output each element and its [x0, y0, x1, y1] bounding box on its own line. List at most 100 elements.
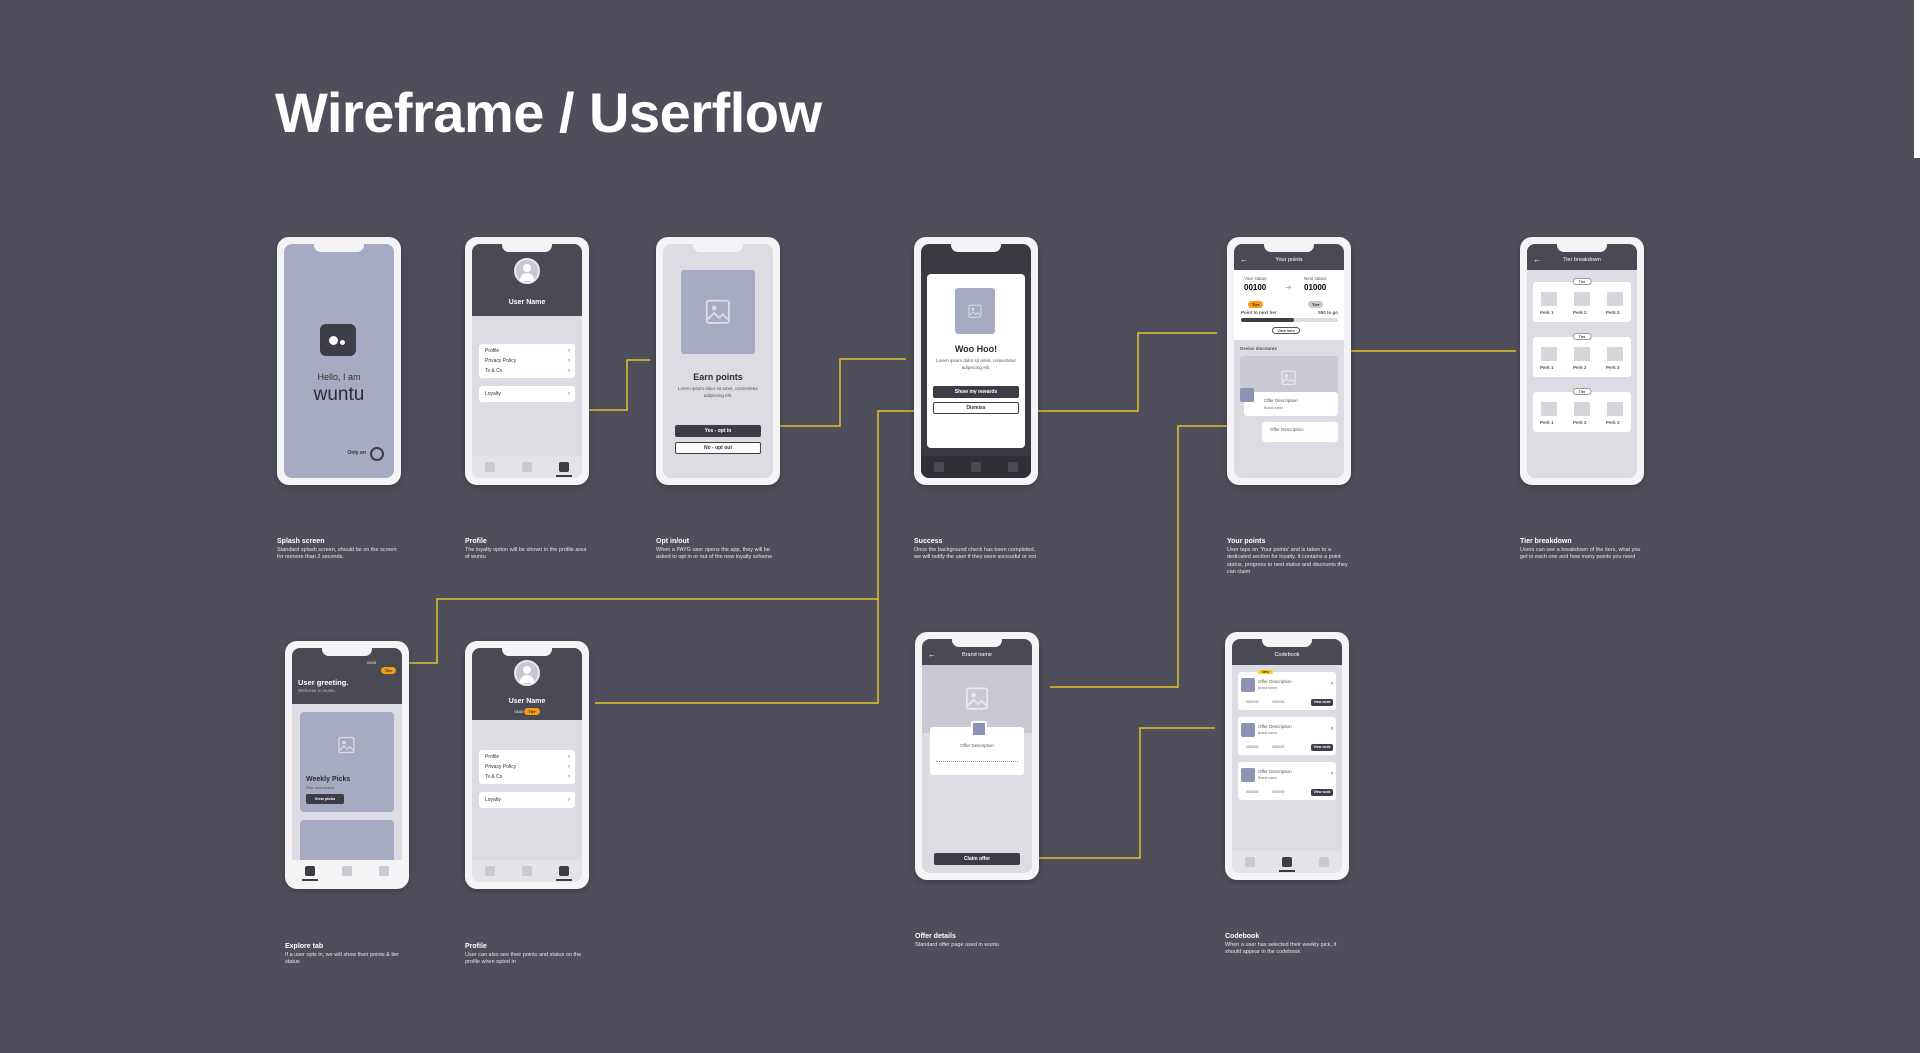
- user-greeting: User greeting.: [298, 678, 349, 687]
- tier-label: Tier: [1572, 388, 1592, 395]
- welcome-text: Welcome to wuntu: [298, 688, 335, 693]
- carrier-logo-icon: [370, 447, 384, 461]
- menu-item-terms[interactable]: Ts & Cs›: [485, 368, 570, 374]
- profile-menu-card: Profile› Privacy Policy› Ts & Cs›: [479, 750, 575, 784]
- chevron-right-icon: ›: [568, 764, 570, 770]
- opt-in-button[interactable]: Yes - opt in: [675, 425, 761, 437]
- code-card[interactable]: Offer Description Brand name › 00/00/00 …: [1238, 717, 1336, 755]
- tier-card[interactable]: Tier Perk 1 Perk 2 Perk 3: [1533, 388, 1631, 432]
- discounts-heading: Device discounts: [1240, 346, 1278, 351]
- view-code-button[interactable]: View code: [1311, 699, 1333, 706]
- phone-notch: [1557, 244, 1607, 252]
- chevron-right-icon: ›: [568, 774, 570, 780]
- menu-item-terms[interactable]: Ts & Cs›: [485, 774, 570, 780]
- tab-bar: [1232, 851, 1342, 873]
- view-tiers-button[interactable]: View tiers: [1272, 327, 1300, 334]
- weekly-picks-card[interactable]: Weekly Picks Pick description View picks: [300, 712, 394, 812]
- tab-explore[interactable]: [485, 462, 496, 472]
- menu-item-profile[interactable]: Profile›: [485, 754, 570, 760]
- page-title: Wireframe / Userflow: [275, 81, 822, 144]
- success-heading: Woo Hoo!: [954, 344, 998, 354]
- tab-bar: [292, 860, 402, 882]
- phone-offer: ← Brand name Offer Description Claim off…: [915, 632, 1039, 880]
- back-arrow-icon[interactable]: ←: [928, 650, 936, 659]
- success-body: Lorem ipsum dolor sit amet, consectetur …: [935, 358, 1017, 370]
- splash-brand: wuntu: [313, 384, 365, 405]
- chevron-right-icon: ›: [1331, 771, 1333, 777]
- next-status-label: Next status: [1304, 276, 1327, 281]
- phone-explore: 0100 Tier User greeting. Welcome to wunt…: [285, 641, 409, 889]
- chevron-right-icon: ›: [568, 391, 570, 397]
- loyalty-row[interactable]: Loyalty›: [479, 792, 575, 808]
- tab-profile[interactable]: [1318, 857, 1329, 867]
- arrow-right-icon: ➜: [1285, 283, 1292, 292]
- tab-profile[interactable]: [1007, 462, 1018, 472]
- back-arrow-icon[interactable]: ←: [1533, 255, 1541, 264]
- phone-codebook: Codebook New Offer Description Brand nam…: [1225, 632, 1349, 880]
- phone-notch: [951, 244, 1001, 252]
- connector-success-points: [1025, 332, 1217, 412]
- tab-profile[interactable]: [378, 866, 389, 876]
- tab-explore[interactable]: [302, 866, 319, 881]
- scrollbar-thumb[interactable]: [1914, 0, 1920, 158]
- opt-out-button[interactable]: No - opt out: [675, 442, 761, 454]
- tier-badge: Tier: [380, 659, 396, 677]
- tier-card[interactable]: Tier Perk 1 Perk 2 Perk 3: [1533, 333, 1631, 377]
- your-status-value: 00100: [1244, 283, 1267, 292]
- profile-user-name: User Name: [508, 299, 546, 306]
- your-tier-badge: Tier: [1248, 293, 1264, 311]
- phone-tiers: ← Tier breakdown Tier Perk 1 Perk 2 Perk…: [1520, 237, 1644, 485]
- tab-codebook[interactable]: [970, 462, 981, 472]
- tier-card[interactable]: Tier Perk 1 Perk 2 Perk 3: [1533, 278, 1631, 322]
- profile-menu-card: Profile› Privacy Policy› Ts & Cs›: [479, 344, 575, 378]
- avatar: [514, 660, 540, 686]
- phone-points: ← Your points Your status 00100 Tier ➜ N…: [1227, 237, 1351, 485]
- view-code-button[interactable]: View code: [1311, 744, 1333, 751]
- tab-profile[interactable]: [555, 462, 572, 477]
- tab-explore[interactable]: [934, 462, 945, 472]
- menu-item-privacy[interactable]: Privacy Policy›: [485, 764, 570, 770]
- connector-points-offer: [1050, 425, 1229, 688]
- chevron-right-icon: ›: [568, 368, 570, 374]
- caption-success: Success Once the background check has be…: [914, 538, 1036, 561]
- phone-notch: [502, 648, 552, 656]
- image-placeholder-icon: [681, 270, 755, 354]
- tier-label: Tier: [1572, 278, 1592, 285]
- phone-notch: [322, 648, 372, 656]
- tab-explore[interactable]: [485, 866, 496, 876]
- code-card[interactable]: New Offer Description Brand name › 00/00…: [1238, 670, 1336, 710]
- tab-codebook[interactable]: [521, 462, 532, 472]
- dismiss-button[interactable]: Dismiss: [933, 402, 1019, 414]
- caption-splash: Splash screen Standard splash screen, sh…: [277, 538, 397, 561]
- phone-notch: [1264, 244, 1314, 252]
- profile-user-name: User Name: [508, 698, 546, 705]
- points-value: 0100: [367, 660, 376, 665]
- tier-label: Tier: [1572, 333, 1592, 340]
- second-picks-card[interactable]: [300, 820, 394, 860]
- app-logo-icon: [320, 324, 356, 356]
- view-code-button[interactable]: View code: [1311, 789, 1333, 796]
- only-on-label: Only on: [347, 450, 366, 456]
- picks-description: Pick description: [306, 785, 335, 790]
- image-placeholder-icon: [320, 720, 372, 770]
- menu-item-profile[interactable]: Profile›: [485, 348, 570, 354]
- phone-profile-optedin: User Name 0100 Tier Profile› Privacy Pol…: [465, 641, 589, 889]
- phone-profile: User Name Profile› Privacy Policy› Ts & …: [465, 237, 589, 485]
- offer-card[interactable]: Offer Description: [1262, 422, 1338, 442]
- tab-codebook[interactable]: [1278, 857, 1295, 872]
- code-card[interactable]: Offer Description Brand name › 00/00/00 …: [1238, 762, 1336, 800]
- splash-hello: Hello, I am: [317, 372, 361, 382]
- loyalty-row[interactable]: Loyalty›: [479, 386, 575, 402]
- offer-card[interactable]: Offer Description Brand name: [1240, 388, 1338, 416]
- menu-item-privacy[interactable]: Privacy Policy›: [485, 358, 570, 364]
- tab-explore[interactable]: [1245, 857, 1256, 867]
- show-rewards-button[interactable]: Show my rewards: [933, 386, 1019, 398]
- progress-fill: [1241, 318, 1295, 322]
- view-picks-button[interactable]: View picks: [306, 794, 344, 804]
- tab-profile[interactable]: [555, 866, 572, 881]
- claim-offer-button[interactable]: Claim offer: [934, 853, 1020, 865]
- tab-codebook[interactable]: [521, 866, 532, 876]
- back-arrow-icon[interactable]: ←: [1240, 255, 1248, 264]
- tab-codebook[interactable]: [341, 866, 352, 876]
